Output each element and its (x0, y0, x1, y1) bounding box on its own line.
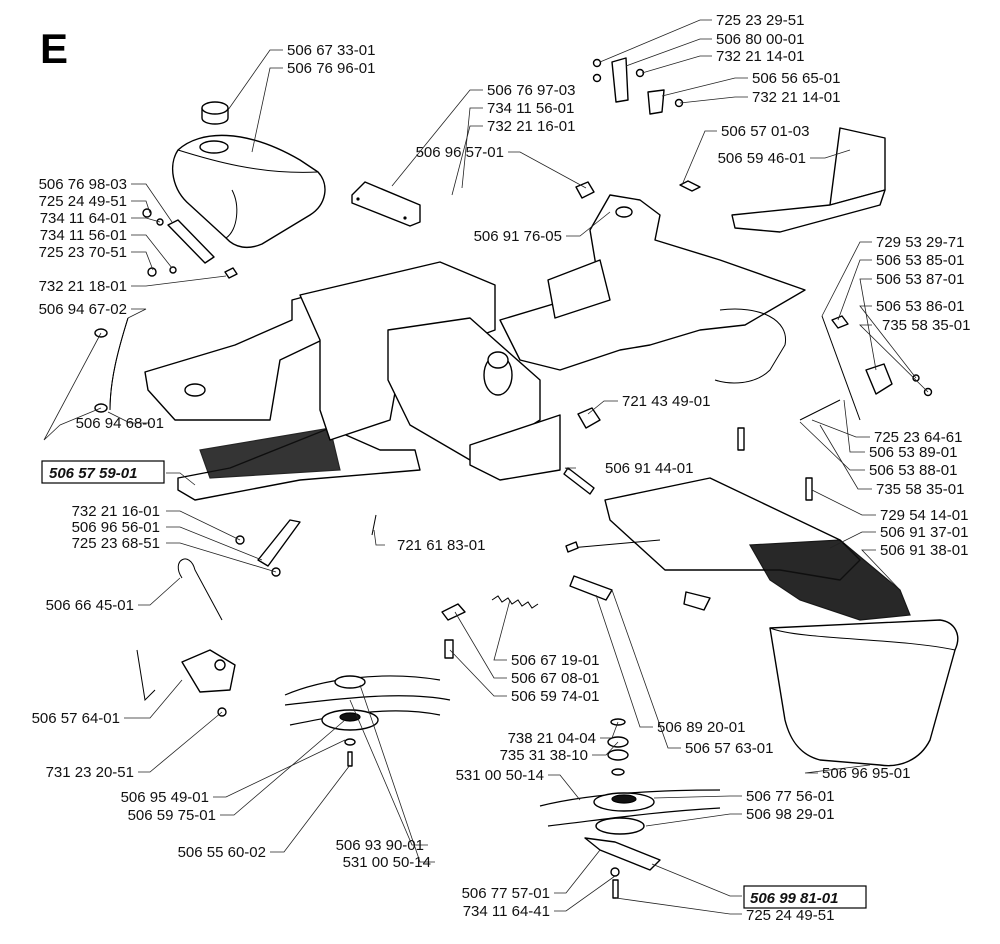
label-seat-plate: 506 59 46-01 (718, 150, 806, 167)
label-rear-belt: 531 00 50-14 (456, 767, 544, 784)
callout-labels: 506 67 33-01 506 76 96-01 506 76 97-03 7… (32, 12, 971, 924)
label-strap-washer-b: 734 11 56-01 (40, 227, 127, 244)
tank-bracket (351, 181, 421, 227)
label-rear-pulley: 506 77 56-01 (746, 788, 834, 805)
label-rear-washer-b: 734 11 64-41 (463, 903, 550, 920)
hook-rod (177, 558, 223, 621)
cotter (371, 514, 377, 536)
idler-arm (136, 649, 236, 717)
label-link-d: 506 53 89-01 (869, 444, 957, 461)
label-clip-nut: 732 21 16-01 (72, 503, 160, 520)
fuel-hose (94, 317, 129, 413)
label-idler-bolt: 731 23 20-51 (46, 764, 134, 781)
rear-pulley (539, 718, 721, 899)
label-rod: 506 57 63-01 (685, 740, 773, 757)
label-bracket-a: 506 76 97-03 (487, 82, 575, 99)
label-belt-front: 506 93 90-01 (336, 837, 424, 854)
label-strap-screw: 506 76 98-03 (39, 176, 127, 193)
label-rear-washer: 738 21 04-04 (508, 730, 596, 747)
label-cotter: 721 61 83-01 (397, 537, 485, 554)
bushing (577, 407, 601, 429)
label-clip: 506 96 56-01 (72, 519, 160, 536)
fuel-tank (171, 134, 326, 249)
label-top-nut-b: 732 21 14-01 (752, 89, 840, 106)
label-link-e: 506 53 88-01 (869, 462, 957, 479)
label-cover: 506 91 37-01 (880, 524, 968, 541)
label-link-spring-b: 735 58 35-01 (876, 481, 964, 498)
label-link-b: 506 53 87-01 (876, 271, 964, 288)
label-spring-bolt: 506 59 74-01 (511, 688, 599, 705)
label-cover-screw: 729 54 14-01 (880, 507, 968, 524)
front-pulley (284, 675, 451, 767)
label-pivot-bolt: 725 23 64-61 (874, 429, 962, 446)
plug (575, 181, 595, 199)
label-tank-cap: 506 67 33-01 (287, 42, 375, 59)
label-top-bolt: 725 23 29-51 (716, 12, 804, 29)
label-bracket-a-screw: 734 11 56-01 (487, 100, 574, 117)
label-main-frame: 506 91 76-05 (474, 228, 562, 245)
label-pulley-upper: 506 59 75-01 (128, 807, 216, 824)
cover-screws (565, 427, 813, 553)
label-belt-front-b: 531 00 50-14 (343, 854, 431, 871)
main-frame (499, 194, 806, 384)
label-hose-clamp: 506 94 68-01 (76, 415, 164, 432)
leader-lines (43, 19, 929, 915)
label-bracket-a-nut: 732 21 16-01 (487, 118, 575, 135)
label-idler-arm: 506 57 64-01 (32, 710, 120, 727)
cover (569, 477, 911, 621)
label-link-a: 506 53 85-01 (876, 252, 964, 269)
label-top-spacer: 506 56 65-01 (752, 70, 840, 87)
label-pulley-washer: 506 95 49-01 (121, 789, 209, 806)
label-rear-pulley-b: 506 98 29-01 (746, 806, 834, 823)
label-link-spring: 735 58 35-01 (882, 317, 970, 334)
label-fuel-hose: 506 94 67-02 (39, 301, 127, 318)
center-frame (299, 261, 561, 481)
top-bracket (592, 57, 684, 115)
tank-cap (201, 101, 229, 125)
spring-group (441, 575, 711, 659)
label-strap-bolt-b: 725 23 70-51 (39, 244, 127, 261)
linkage (799, 315, 933, 421)
label-tank: 506 76 96-01 (287, 60, 375, 77)
section-letter: E (40, 25, 68, 72)
label-top-plate: 506 80 00-01 (716, 31, 804, 48)
label-link-c: 506 53 86-01 (876, 298, 964, 315)
label-strap-bolt: 725 24 49-51 (39, 193, 127, 210)
label-spring: 506 67 19-01 (511, 652, 599, 669)
label-strap-nut: 732 21 18-01 (39, 278, 127, 295)
shaft (563, 467, 595, 495)
label-rear-arm-assy: 506 99 81-01 (750, 890, 838, 907)
label-seat-bolt: 506 57 01-03 (721, 123, 809, 140)
seat-plate (679, 127, 886, 233)
label-shaft: 506 91 44-01 (605, 460, 693, 477)
label-hook-rod: 506 66 45-01 (46, 597, 134, 614)
label-plug: 506 96 57-01 (416, 144, 504, 161)
front-frame (144, 291, 421, 501)
label-top-nut: 732 21 14-01 (716, 48, 804, 65)
clip-bracket (235, 519, 301, 577)
label-bracket-b: 506 89 20-01 (657, 719, 745, 736)
label-rear-bearing: 735 31 38-10 (500, 747, 588, 764)
label-bushing: 721 43 49-01 (622, 393, 710, 410)
label-spring-plate: 506 67 08-01 (511, 670, 599, 687)
label-rear-arm: 506 77 57-01 (462, 885, 550, 902)
label-rear-bolt: 725 24 49-51 (746, 907, 834, 924)
label-frame-front: 506 57 59-01 (49, 465, 137, 482)
label-clip-bolt: 725 23 68-51 (72, 535, 160, 552)
label-frame-front-box (41, 460, 165, 484)
label-grille: 506 91 38-01 (880, 542, 968, 559)
hood (769, 619, 959, 767)
label-strap-washer: 734 11 64-01 (40, 210, 127, 227)
label-link-pin: 729 53 29-71 (876, 234, 964, 251)
label-rear-arm-assy-box (743, 885, 867, 909)
label-pulley-screw: 506 55 60-02 (178, 844, 266, 861)
label-hood: 506 96 95-01 (822, 765, 910, 782)
